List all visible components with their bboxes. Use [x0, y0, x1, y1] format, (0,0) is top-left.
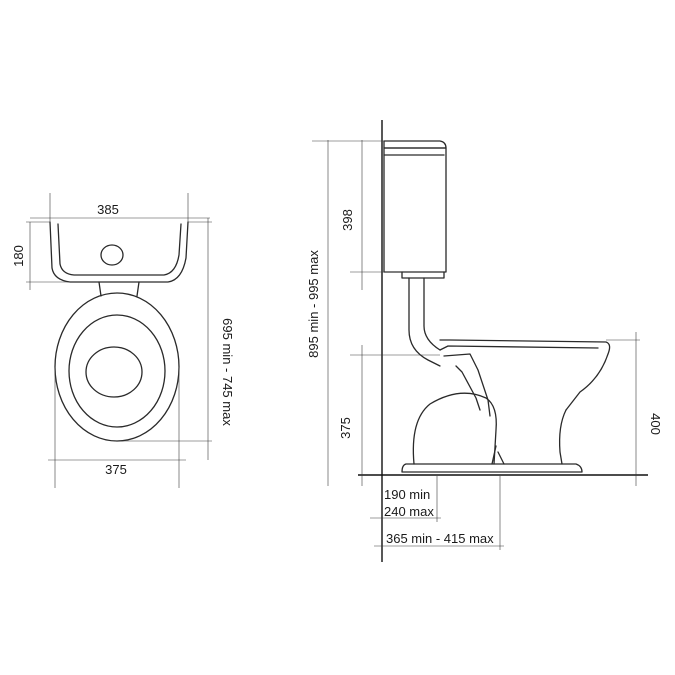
label-front: 365 min - 415 max — [386, 531, 494, 546]
plan-cistern-inner — [57, 223, 182, 276]
plan-view: 385 180 695 min - 745 max 375 — [11, 193, 235, 488]
label-overall-height: 895 min - 995 max — [306, 250, 321, 358]
plan-cistern-outline — [49, 221, 189, 283]
label-seat-height: 375 — [338, 417, 353, 439]
label-bowl-width: 375 — [105, 462, 127, 477]
flush-button-icon — [100, 244, 124, 266]
side-flush-pipe — [408, 277, 441, 367]
label-tank-depth: 180 — [11, 245, 26, 267]
side-pedestal — [412, 392, 497, 465]
plan-bowl-seat — [68, 314, 166, 428]
label-outlet-min: 190 min — [384, 487, 430, 502]
label-outlet-max: 240 max — [384, 504, 434, 519]
side-cistern-body — [383, 147, 447, 273]
side-bowl-top — [439, 339, 611, 411]
side-cistern-lid — [383, 140, 447, 149]
plan-bowl-water — [85, 346, 143, 398]
plan-neck — [98, 281, 140, 297]
side-cistern-base — [401, 271, 445, 279]
side-bowl-inner — [443, 353, 491, 417]
side-base — [401, 463, 583, 473]
side-bowl-front — [558, 409, 567, 465]
label-tank-width: 385 — [97, 202, 119, 217]
label-rim-height: 400 — [648, 413, 663, 435]
label-projection: 695 min - 745 max — [220, 318, 235, 426]
label-cistern-height: 398 — [340, 209, 355, 231]
side-view: 895 min - 995 max 398 375 400 190 min 24… — [306, 120, 663, 562]
